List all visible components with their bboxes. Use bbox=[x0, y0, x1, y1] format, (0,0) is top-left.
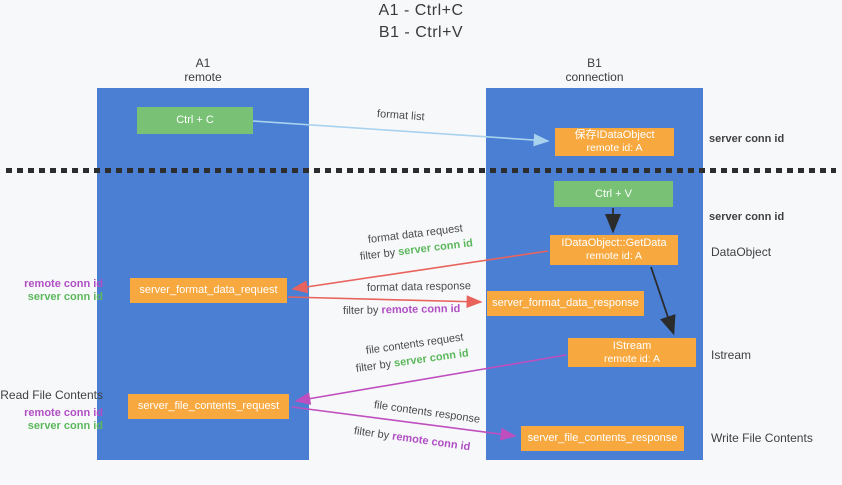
label-format-list: format list bbox=[376, 108, 425, 124]
label-filter-file-response: filter by remote conn id bbox=[353, 425, 471, 453]
left-label-remote-conn-id: remote conn id bbox=[24, 278, 103, 290]
node-server-format-data-request: server_format_data_request bbox=[130, 278, 287, 303]
node-ctrl-c-label: Ctrl + C bbox=[176, 114, 214, 126]
node-save-dataobject-line2: remote id: A bbox=[586, 142, 643, 154]
node-getdata: IDataObject::GetData remote id: A bbox=[550, 235, 678, 265]
phase-separator-line bbox=[6, 168, 836, 173]
node-save-dataobject-line1: 保存IDataObject bbox=[574, 129, 655, 141]
node-save-dataobject: 保存IDataObject remote id: A bbox=[555, 128, 674, 156]
right-label-dataobject: DataObject bbox=[711, 245, 772, 259]
left-label-format-conn-ids: remote conn id server conn id bbox=[24, 278, 103, 304]
left-label-server-conn-id: server conn id bbox=[27, 291, 103, 303]
node-ctrl-v-label: Ctrl + V bbox=[595, 187, 632, 200]
filter-key-remote-conn-id: remote conn id bbox=[381, 302, 461, 317]
filter-prefix: filter by bbox=[355, 357, 395, 375]
node-server-format-data-request-label: server_format_data_request bbox=[139, 284, 278, 296]
title-line-1: A1 - Ctrl+C bbox=[378, 2, 464, 19]
label-file-contents-response: file contents response bbox=[373, 399, 481, 426]
left-label-file-conn-ids: remote conn id server conn id bbox=[24, 407, 103, 433]
node-server-file-contents-response: server_file_contents_response bbox=[521, 426, 684, 451]
node-server-file-contents-request: server_file_contents_request bbox=[128, 394, 289, 419]
column-a1-name: A1 bbox=[195, 56, 211, 70]
node-getdata-line2: remote id: A bbox=[585, 250, 643, 262]
left-label-read-file-contents: Read File Contents bbox=[0, 388, 103, 402]
node-istream-line2: remote id: A bbox=[603, 352, 661, 365]
node-server-file-contents-response-label: server_file_contents_response bbox=[527, 432, 678, 444]
diagram-title: A1 - Ctrl+C B1 - Ctrl+V bbox=[0, 0, 842, 44]
node-getdata-line1: IDataObject::GetData bbox=[561, 237, 667, 249]
right-label-server-conn-id-mid: server conn id bbox=[709, 211, 785, 223]
column-a1-role: remote bbox=[184, 70, 222, 84]
filter-prefix: filter by bbox=[359, 246, 399, 263]
label-filter-format-response: filter by remote conn id bbox=[343, 303, 461, 317]
right-label-istream: Istream bbox=[711, 348, 752, 362]
filter-prefix: filter by bbox=[353, 425, 393, 443]
column-b1-name: B1 bbox=[587, 56, 602, 70]
node-istream-line1: IStream bbox=[612, 339, 652, 352]
label-format-data-response: format data response bbox=[366, 280, 472, 294]
left-label-remote-conn-id: remote conn id bbox=[24, 407, 103, 419]
node-server-format-data-response-label: server_format_data_response bbox=[492, 297, 639, 309]
column-b1-role: connection bbox=[565, 70, 624, 84]
filter-prefix: filter by bbox=[342, 304, 382, 317]
right-label-server-conn-id-top: server conn id bbox=[709, 133, 785, 145]
node-istream: IStream remote id: A bbox=[568, 338, 696, 367]
left-label-server-conn-id: server conn id bbox=[27, 420, 103, 432]
filter-key-remote-conn-id: remote conn id bbox=[391, 430, 472, 454]
column-header-a1: A1 remote bbox=[97, 56, 309, 84]
node-server-format-data-response: server_format_data_response bbox=[487, 291, 644, 316]
column-header-b1: B1 connection bbox=[486, 56, 703, 84]
node-ctrl-v: Ctrl + V bbox=[554, 181, 673, 207]
title-line-2: B1 - Ctrl+V bbox=[378, 24, 464, 41]
arrow-format-data-response bbox=[287, 295, 483, 309]
node-ctrl-c: Ctrl + C bbox=[137, 107, 253, 134]
right-label-write-file-contents: Write File Contents bbox=[711, 431, 813, 445]
node-server-file-contents-request-label: server_file_contents_request bbox=[137, 400, 280, 412]
